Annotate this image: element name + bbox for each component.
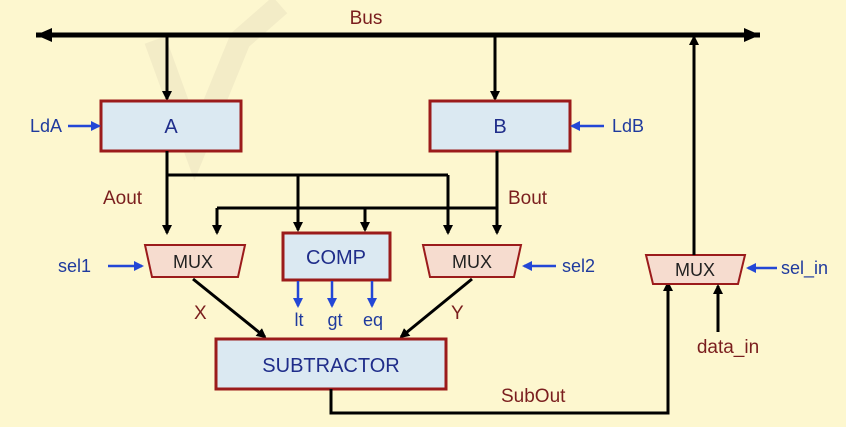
sel2-label: sel2 [562,256,595,276]
subout-label: SubOut [501,386,566,407]
mux-3-shape [644,254,747,285]
x-wire [192,277,267,339]
register-b: B [428,99,572,153]
register-b-label: B [493,116,506,138]
comparator: COMP [281,231,392,282]
bout-wires [212,151,502,235]
mux-2-shape [421,244,523,278]
mux-1-label: MUX [173,252,213,272]
mux-1-shape [143,244,247,278]
mux-1: MUX [143,244,247,278]
eq-label: eq [363,310,383,330]
aout-wires [162,151,453,235]
y-wire [399,277,473,339]
ldb-label: LdB [612,116,644,136]
sel1-label: sel1 [58,256,91,276]
register-a-label: A [164,116,178,138]
subtractor: SUBTRACTOR [214,337,448,391]
subtractor-box [214,337,448,391]
comp-label: COMP [306,247,366,269]
bus: Bus [36,8,760,42]
bus-arrow-left [36,28,52,42]
lt-label: lt [295,310,304,330]
sel-in-label: sel_in [781,258,828,279]
comp-box [281,231,392,282]
mux-2-label: MUX [452,252,492,272]
mux-3: MUX [644,254,747,285]
x-label: X [194,303,207,324]
bout-label: Bout [508,188,548,209]
gt-label: gt [327,310,342,330]
lda-label: LdA [30,116,62,136]
bus-arrow-right [744,28,760,42]
register-b-box [428,99,572,153]
data-in-label: data_in [697,337,759,358]
y-label: Y [451,303,464,324]
mux-3-label: MUX [675,260,715,280]
watermark-shape [144,0,288,181]
subout-wire [329,281,673,415]
bus-label: Bus [350,8,383,29]
subtractor-label: SUBTRACTOR [262,355,399,377]
register-a-box [99,99,243,153]
register-a: A [99,99,243,153]
aout-label: Aout [103,188,143,209]
mux-2: MUX [421,244,523,278]
